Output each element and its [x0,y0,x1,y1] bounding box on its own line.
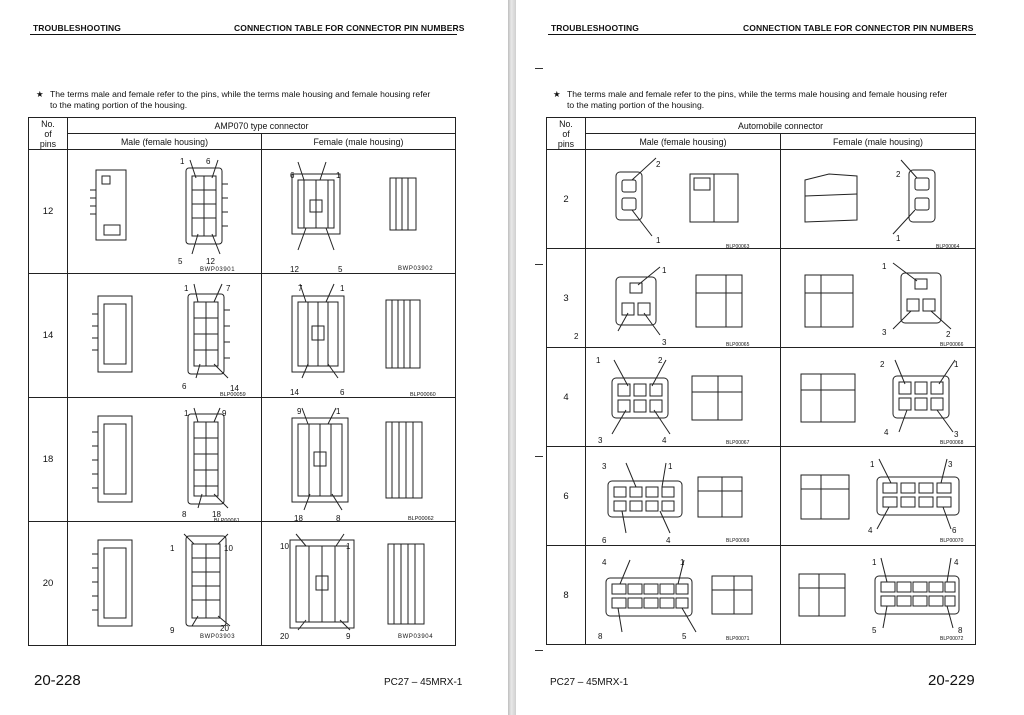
male-connector-diagram [605,559,753,633]
male-connector-diagram [607,462,743,534]
pin-count: 6 [546,446,586,546]
header-section-title: TROUBLESHOOTING [33,23,121,33]
male-heading: Male (female housing) [585,133,781,150]
male-connector-diagram [92,407,229,509]
female-diagram-cell [780,248,976,348]
col-of-label: of [562,128,570,139]
male-heading: Male (female housing) [67,133,262,150]
model-name: PC27 – 45MRX-1 [384,677,463,688]
col-number-of-pins: No. of pins [546,117,586,150]
connector-type-heading: AMP070 type connector [67,117,456,134]
star-icon: ★ [36,89,44,99]
male-connector-diagram [611,359,743,435]
female-diagram-cell [261,397,456,522]
female-diagram-cell [261,149,456,274]
male-connector-diagram [615,266,743,336]
pin-count: 8 [546,545,586,645]
pin-count: 20 [28,521,68,646]
header-rule [548,34,976,35]
female-connector-diagram [289,533,425,631]
header-section-title: TROUBLESHOOTING [551,23,639,33]
pin-count: 2 [546,149,586,249]
table-row: 18 [28,397,456,522]
model-name: PC27 – 45MRX-1 [550,677,629,688]
table-row: 3 [546,248,976,348]
terms-note: ★ The terms male and female refer to the… [36,89,460,111]
terms-note: ★ The terms male and female refer to the… [553,89,977,111]
amp070-connector-table: No. of pins AMP070 type connector Male (… [28,117,456,646]
male-connector-diagram [615,157,739,237]
pin-count: 14 [28,273,68,398]
margin-mark [535,650,543,651]
connector-type-heading: Automobile connector [585,117,976,134]
female-diagram-cell [780,446,976,546]
page-number: 20-228 [34,672,81,689]
table-row: 4 [546,347,976,447]
female-connector-diagram [291,283,421,379]
female-connector-diagram [800,359,956,433]
female-heading: Female (male housing) [261,133,456,150]
note-line-1: The terms male and female refer to the p… [50,89,431,99]
note-line-2: to the mating portion of the housing. [50,100,188,110]
margin-mark [535,456,543,457]
pin-count: 3 [546,248,586,348]
female-diagram-cell [780,347,976,447]
automobile-connector-table: No. of pins Automobile connector Male (f… [546,117,976,645]
col-no-label: No. [559,118,573,129]
margin-mark [535,68,543,69]
male-connector-diagram [90,159,228,255]
female-connector-diagram [798,557,960,629]
right-page: TROUBLESHOOTING CONNECTION TABLE FOR CON… [516,0,1024,715]
header-page-title: CONNECTION TABLE FOR CONNECTOR PIN NUMBE… [743,23,974,33]
female-diagram-cell [780,149,976,249]
female-connector-diagram [804,262,952,330]
female-connector-diagram [291,161,417,251]
male-diagram-cell [67,273,262,398]
book-spine [508,0,516,715]
table-row: 12 [28,149,456,274]
female-connector-diagram [800,458,960,530]
col-pins-label: pins [39,138,57,149]
col-of-label: of [44,128,52,139]
male-diagram-cell [67,521,262,646]
male-diagram-cell [585,347,781,447]
male-diagram-cell [585,545,781,645]
female-connector-diagram [804,159,936,235]
header-page-title: CONNECTION TABLE FOR CONNECTOR PIN NUMBE… [234,23,465,33]
male-diagram-cell [585,446,781,546]
female-heading: Female (male housing) [780,133,976,150]
male-diagram-cell [67,397,262,522]
female-diagram-cell [261,521,456,646]
table-row: 20 [28,521,456,646]
male-diagram-cell [585,248,781,348]
note-line-1: The terms male and female refer to the p… [567,89,948,99]
header-rule [30,34,457,35]
page-number: 20-229 [928,672,975,689]
male-connector-diagram [92,533,231,627]
table-row: 8 [546,545,976,645]
note-line-2: to the mating portion of the housing. [567,100,705,110]
margin-mark [535,264,543,265]
pin-count: 18 [28,397,68,522]
col-no-label: No. [41,118,55,129]
female-diagram-cell [780,545,976,645]
col-number-of-pins: No. of pins [28,117,68,150]
left-page: TROUBLESHOOTING CONNECTION TABLE FOR CON… [0,0,508,715]
male-connector-diagram [92,283,230,379]
male-diagram-cell [585,149,781,249]
female-connector-diagram [291,407,423,511]
table-row: 6 [546,446,976,546]
table-row: 14 [28,273,456,398]
female-diagram-cell [261,273,456,398]
pin-count: 12 [28,149,68,274]
pin-count: 4 [546,347,586,447]
table-row: 2 [546,149,976,249]
star-icon: ★ [553,89,561,99]
male-diagram-cell [67,149,262,274]
col-pins-label: pins [557,138,575,149]
